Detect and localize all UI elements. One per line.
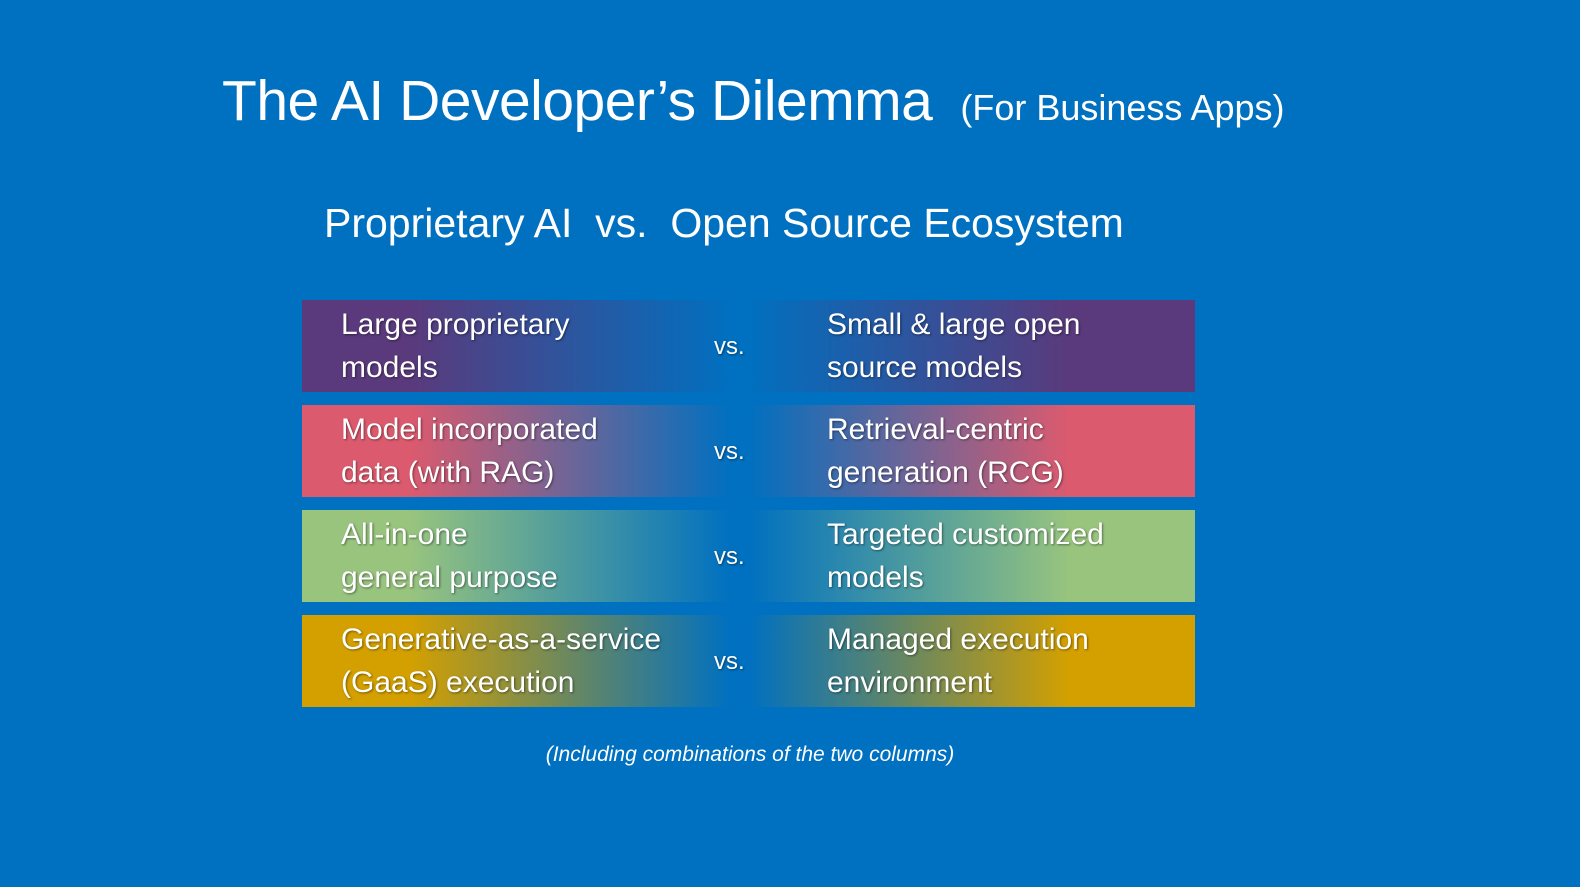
cell-line: Retrieval-centric: [827, 413, 1044, 446]
cell-line: generation (RCG): [827, 456, 1064, 489]
proprietary-cell: All-in-one general purpose: [341, 510, 711, 602]
cell-line: environment: [827, 666, 993, 699]
cell-line: Small & large open: [827, 308, 1081, 341]
vs-cell: vs.: [714, 405, 754, 497]
cell-line: models: [341, 351, 438, 384]
title-sub: (For Business Apps): [960, 87, 1285, 128]
cell-line: Generative-as-a-service: [341, 623, 662, 656]
slide-subtitle: Proprietary AI vs. Open Source Ecosystem: [324, 200, 1124, 246]
footnote: (Including combinations of the two colum…: [545, 743, 955, 766]
proprietary-cell: Large proprietary models: [341, 300, 711, 392]
open-source-cell: Targeted customized models: [827, 510, 1187, 602]
proprietary-cell: Generative-as-a-service (GaaS) execution: [341, 615, 711, 707]
vs-cell: vs.: [714, 510, 754, 602]
vs-label: vs.: [714, 332, 745, 360]
cell-line: All-in-one: [341, 518, 468, 551]
comparison-row: Generative-as-a-service (GaaS) execution v…: [302, 615, 1195, 707]
vs-label: vs.: [714, 647, 745, 675]
cell-line: Model incorporated: [341, 413, 598, 446]
cell-line: Targeted customized: [827, 518, 1104, 551]
cell-line: Large proprietary: [341, 308, 570, 341]
open-source-cell: Managed execution environment: [827, 615, 1187, 707]
vs-cell: vs.: [714, 300, 754, 392]
cell-line: source models: [827, 351, 1023, 384]
slide-title: The AI Developer’s Dilemma (For Business …: [222, 68, 1284, 134]
cell-line: data (with RAG): [341, 456, 555, 489]
vs-label: vs.: [714, 542, 745, 570]
vs-label: vs.: [714, 437, 745, 465]
comparison-row: All-in-one general purpose vs. Targeted cus…: [302, 510, 1195, 602]
vs-cell: vs.: [714, 615, 754, 707]
cell-line: models: [827, 561, 924, 594]
comparison-row: Model incorporated data (with RAG) vs. Retr…: [302, 405, 1195, 497]
title-main: The AI Developer’s Dilemma: [222, 69, 933, 133]
cell-line: (GaaS) execution: [341, 666, 575, 699]
open-source-cell: Small & large open source models: [827, 300, 1187, 392]
comparison-row: Large proprietary models vs. Small & large …: [302, 300, 1195, 392]
proprietary-cell: Model incorporated data (with RAG): [341, 405, 711, 497]
cell-line: general purpose: [341, 561, 558, 594]
cell-line: Managed execution: [827, 623, 1089, 656]
open-source-cell: Retrieval-centric generation (RCG): [827, 405, 1187, 497]
